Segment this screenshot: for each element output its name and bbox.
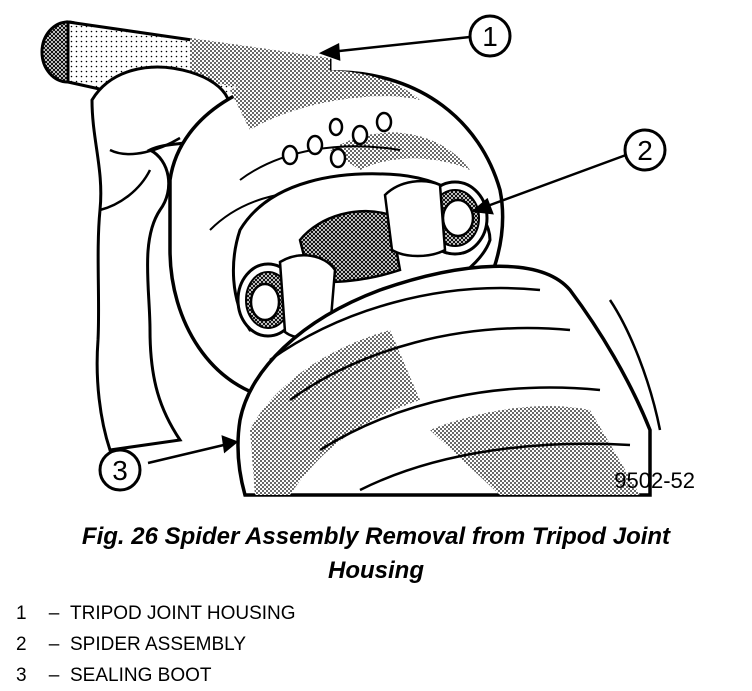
legend-item-2: 2–SPIDER ASSEMBLY [16,629,716,660]
legend-dash: – [48,665,60,686]
spider-assembly [236,179,489,339]
legend: 1–TRIPOD JOINT HOUSING 2–SPIDER ASSEMBLY… [16,598,716,691]
legend-dash: – [48,603,60,624]
callout-1: 1 [468,14,512,58]
spider-assembly-illustration: 1 2 3 9502-52 [40,14,695,497]
callout-2: 2 [623,128,667,172]
callout-arrows [147,35,627,465]
legend-number: 3 [16,665,27,686]
figure-caption: Fig. 26 Spider Assembly Removal from Tri… [0,520,752,588]
callout-3: 3 [98,448,142,492]
legend-text: TRIPOD JOINT HOUSING [70,603,296,624]
legend-number: 1 [16,603,27,624]
caption-line-2: Housing [328,557,424,584]
legend-dash: – [48,634,60,655]
legend-item-3: 3–SEALING BOOT [16,660,716,691]
caption-line-1: Fig. 26 Spider Assembly Removal from Tri… [81,523,671,550]
svg-text:2: 2 [637,135,653,166]
svg-text:1: 1 [482,21,498,52]
legend-item-1: 1–TRIPOD JOINT HOUSING [16,598,716,629]
legend-text: SPIDER ASSEMBLY [70,634,246,655]
housing-holes [281,111,393,169]
drawing-code: 9502-52 [614,468,695,493]
legend-text: SEALING BOOT [70,665,212,686]
legend-number: 2 [16,634,27,655]
sealing-boot [236,264,662,497]
svg-text:3: 3 [112,455,128,486]
